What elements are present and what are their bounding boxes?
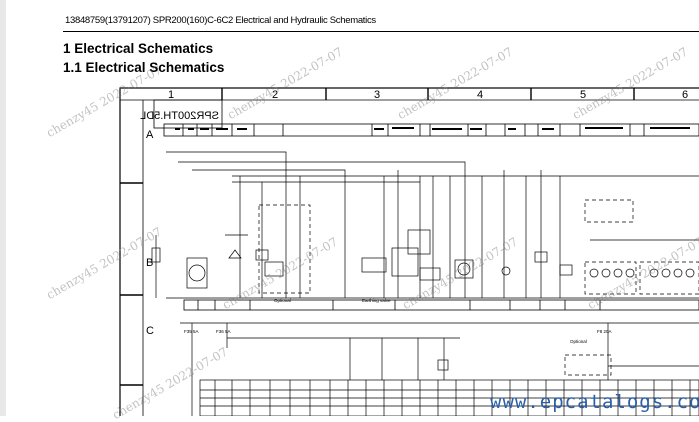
circuit-row-c: [180, 322, 699, 416]
fuse-f36-label: F36 5A: [216, 329, 231, 334]
row-label: C: [146, 325, 154, 337]
column-label: 5: [580, 89, 586, 101]
optional-group: [258, 204, 311, 294]
optional-label: Optional: [274, 298, 291, 303]
title-block-a-marks: [175, 127, 690, 130]
model-label: SPR200TH.5DL: [140, 110, 219, 122]
fuse-f8-label: F8 20A: [597, 329, 612, 334]
site-watermark: www.epcatalogs.com: [490, 391, 699, 413]
row-label: B: [146, 257, 153, 269]
page-edge: [0, 0, 6, 416]
horn-symbol: [186, 257, 208, 289]
document-header: 13848759(13791207) SPR200(160)C-6C2 Elec…: [65, 15, 376, 26]
lamp-symbols: [589, 268, 695, 278]
optional-c-label: Optional: [570, 339, 587, 344]
column-label: 2: [272, 89, 278, 101]
row-b-labels: Optional Earthing valve: [274, 298, 391, 303]
row-label: A: [146, 129, 154, 141]
section-heading: 1 Electrical Schematics: [63, 41, 214, 56]
title-block-a: [163, 123, 699, 137]
column-label: 4: [477, 89, 483, 101]
earthing-valve-label: Earthing valve: [362, 298, 391, 303]
column-label: 6: [682, 89, 688, 101]
terminal-columns: [214, 380, 691, 416]
fuse-f35-label: F35 5A: [184, 329, 199, 334]
column-label: 1: [168, 89, 174, 101]
circuit-row-b: [151, 151, 699, 299]
title-block-c: [183, 299, 699, 311]
grid-labels: 1 2 3 4 5 6 A B C: [146, 89, 688, 337]
column-label: 3: [374, 89, 380, 101]
schematic-frame: [119, 87, 699, 416]
row-c-labels: F35 5A F36 5A F8 20A Optional: [184, 329, 612, 344]
column-dividers: [120, 88, 635, 386]
header-rule: [63, 31, 699, 32]
subsection-heading: 1.1 Electrical Schematics: [63, 60, 225, 75]
